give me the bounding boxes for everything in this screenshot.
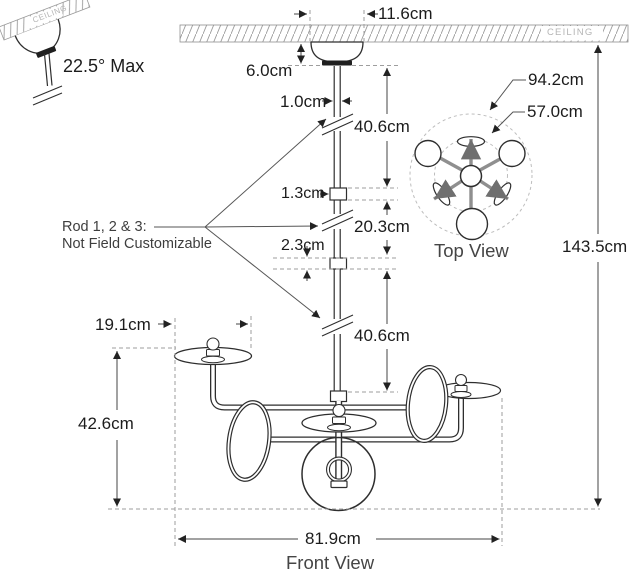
front-glass-disc [301,436,376,512]
right-disc [405,365,449,443]
bulb-icon [332,403,346,418]
rod-dim-lines [297,44,391,391]
top-inner-circle [434,138,508,212]
center-shade [301,403,377,433]
rod-dim-refs [273,65,398,393]
front-view-label: Front View [286,552,375,573]
tilted-rod [43,53,53,87]
chandelier-front [173,337,502,512]
body-dim-lines [113,45,602,543]
rod-break-icon-2 [321,209,354,232]
dim-rod1: 40.6cm [354,117,410,136]
rod-coupler-1 [329,187,348,201]
top-view-drawing [409,79,533,241]
dim-rod3: 40.6cm [354,326,410,345]
rod-break-icon [32,85,63,106]
canopy [310,41,364,66]
rod-note-line2: Not Field Customizable [62,236,212,252]
right-shade [436,373,502,400]
dim-overall-height: 143.5cm [562,237,628,256]
dim-coupler2: 2.3cm [281,237,325,254]
top-shade-circle [498,139,526,168]
top-shade-circle [455,207,489,241]
dim-top-outer: 94.2cm [528,70,584,89]
max-tilt-label: 22.5° Max [63,56,145,76]
rod-break-icon-1 [321,113,354,136]
dim-coupler1: 1.3cm [281,185,325,202]
rod-coupler-2 [329,257,348,270]
hang-rod [333,66,341,391]
leader-inner-diameter [491,111,525,134]
rod-flange [329,390,348,403]
rod-note-line1: Rod 1, 2 & 3: [62,219,147,235]
rod-note-leaders [154,118,327,319]
bulb-icon [206,337,220,351]
dim-shade-diameter: 19.1cm [95,315,151,334]
dim-body-height: 42.6cm [78,414,134,433]
ceiling-band [179,24,629,43]
column-foot [330,480,348,489]
dim-canopy-width: 11.6cm [378,4,433,23]
dim-canopy-height: 6.0cm [246,61,293,80]
top-shade-circle [414,139,442,168]
top-view-label: Top View [434,240,509,261]
upper-arm-bar [210,361,427,411]
top-outer-circle [409,113,533,237]
dim-rod2: 20.3cm [354,217,410,236]
dim-top-inner: 57.0cm [527,102,583,121]
left-disc [226,400,272,482]
top-hub [459,164,483,188]
dim-body-width: 81.9cm [305,529,361,548]
rod-break-icon-3 [321,314,354,337]
left-shade [173,337,253,366]
leader-outer-diameter [489,79,526,111]
canopy-base-plate [36,46,57,58]
ceiling-main-label: CEILING [547,27,594,38]
bulb-icon [454,373,468,387]
sloped-ceiling-detail [0,0,91,106]
body-dim-refs [108,316,600,546]
dim-canopy-width-lines [294,10,378,41]
dim-rod-diameter: 1.0cm [280,92,327,111]
